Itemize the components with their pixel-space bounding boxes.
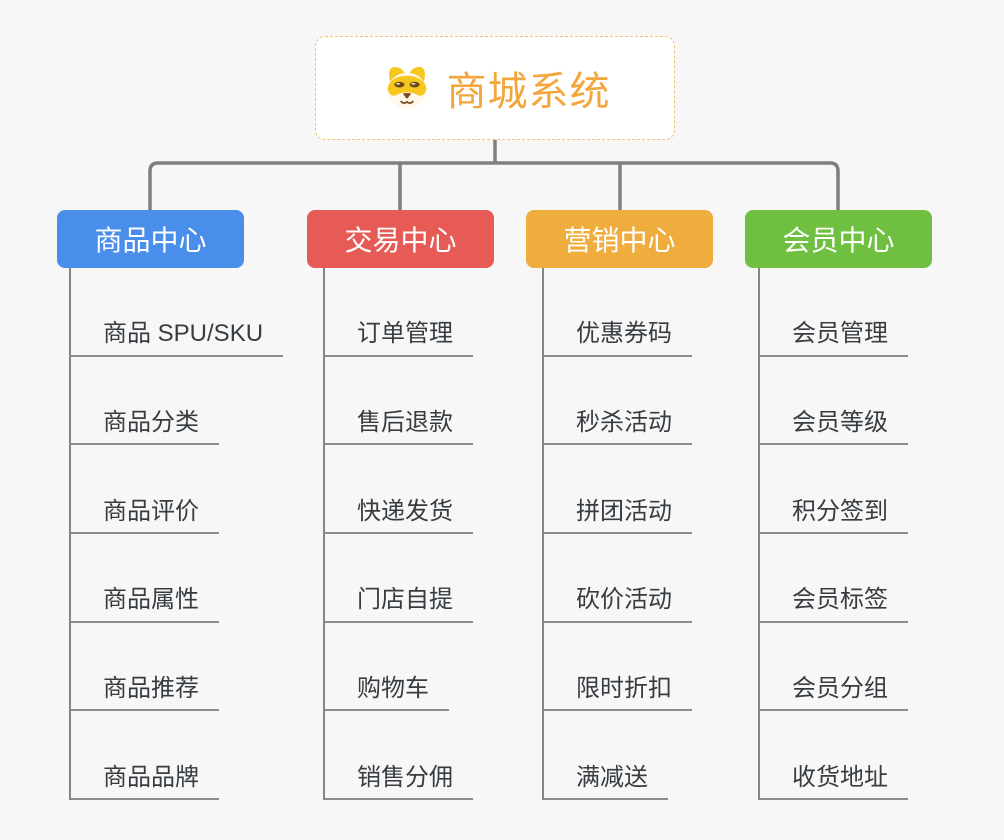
child-item[interactable]: 会员分组 bbox=[760, 623, 908, 712]
branch-label: 会员中心 bbox=[782, 225, 895, 256]
child-item[interactable]: 会员等级 bbox=[760, 357, 908, 446]
child-item[interactable]: 商品分类 bbox=[71, 357, 219, 446]
child-item[interactable]: 会员管理 bbox=[760, 268, 908, 357]
root-label: 商城系统 bbox=[446, 70, 611, 114]
branch-node-members[interactable]: 会员中心 bbox=[745, 210, 932, 268]
dog-face-icon bbox=[387, 66, 426, 109]
children-column-trade: 订单管理 售后退款 快递发货 门店自提 购物车 销售分佣 bbox=[323, 268, 473, 801]
branch-node-trade[interactable]: 交易中心 bbox=[307, 210, 494, 268]
children-column-members: 会员管理 会员等级 积分签到 会员标签 会员分组 收货地址 bbox=[758, 268, 908, 801]
child-item[interactable]: 商品 SPU/SKU bbox=[71, 268, 284, 357]
child-item[interactable]: 商品品牌 bbox=[71, 711, 219, 801]
child-item[interactable]: 收货地址 bbox=[760, 711, 908, 801]
child-item[interactable]: 商品属性 bbox=[71, 534, 219, 623]
child-item[interactable]: 快递发货 bbox=[325, 445, 473, 535]
branch-label: 交易中心 bbox=[344, 225, 457, 256]
child-item[interactable]: 门店自提 bbox=[325, 534, 473, 623]
child-item[interactable]: 销售分佣 bbox=[325, 711, 473, 801]
child-item[interactable]: 商品评价 bbox=[71, 445, 219, 535]
child-item[interactable]: 砍价活动 bbox=[544, 534, 692, 623]
branch-node-marketing[interactable]: 营销中心 bbox=[526, 210, 713, 268]
child-item[interactable]: 秒杀活动 bbox=[544, 357, 692, 446]
child-item[interactable]: 售后退款 bbox=[325, 357, 473, 446]
branch-label: 商品中心 bbox=[94, 225, 207, 256]
child-item[interactable]: 订单管理 bbox=[325, 268, 473, 357]
child-item[interactable]: 积分签到 bbox=[760, 445, 908, 535]
child-item[interactable]: 商品推荐 bbox=[71, 623, 219, 712]
child-item[interactable]: 购物车 bbox=[325, 623, 449, 712]
root-node[interactable]: 商城系统 bbox=[315, 36, 675, 140]
children-column-products: 商品 SPU/SKU 商品分类 商品评价 商品属性 商品推荐 商品品牌 bbox=[69, 268, 284, 801]
child-item[interactable]: 会员标签 bbox=[760, 534, 908, 623]
child-item[interactable]: 拼团活动 bbox=[544, 445, 692, 535]
children-column-marketing: 优惠券码 秒杀活动 拼团活动 砍价活动 限时折扣 满减送 bbox=[542, 268, 692, 801]
child-item[interactable]: 满减送 bbox=[544, 711, 668, 801]
child-item[interactable]: 限时折扣 bbox=[544, 623, 692, 712]
branch-node-products[interactable]: 商品中心 bbox=[57, 210, 244, 268]
branch-label: 营销中心 bbox=[563, 225, 676, 256]
child-item[interactable]: 优惠券码 bbox=[544, 268, 692, 357]
